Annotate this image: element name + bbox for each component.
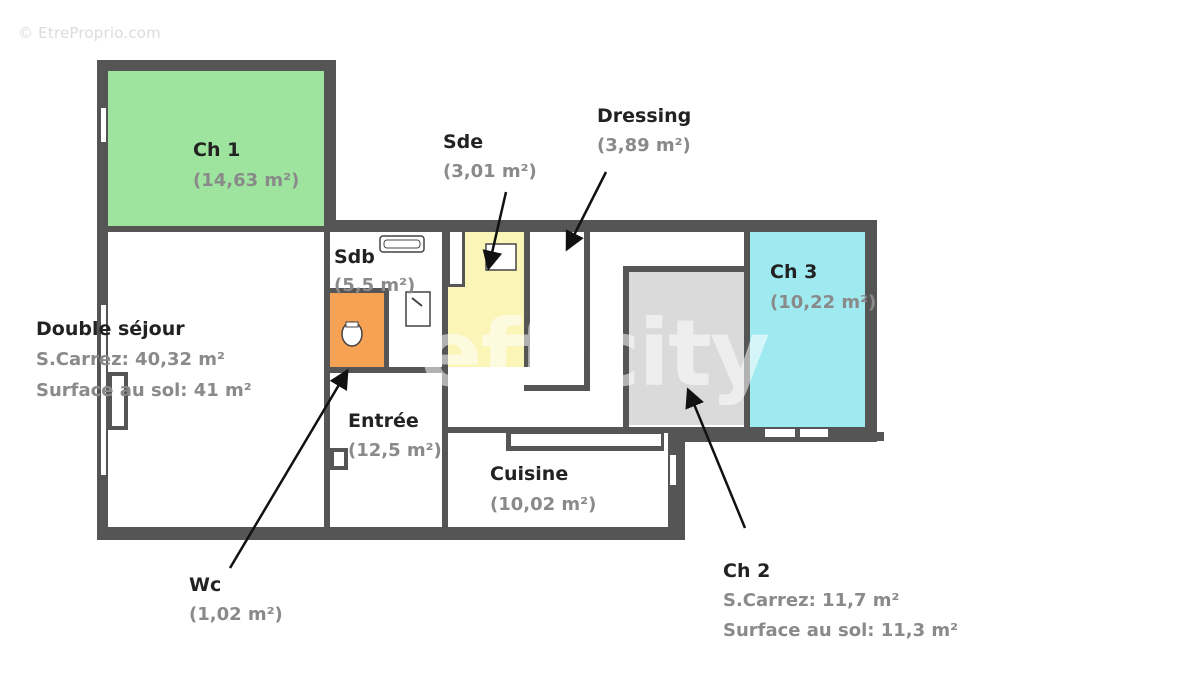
wall-dressing-bottom	[524, 385, 590, 391]
window-ch1	[101, 108, 106, 142]
wall-corridor-cuisine	[446, 427, 678, 433]
dressing-name: Dressing	[597, 105, 692, 127]
arrow-sde	[482, 191, 508, 271]
wall-sdb-corridor	[442, 230, 448, 530]
wall-ch2-top	[623, 266, 750, 272]
sink-icon	[405, 291, 431, 327]
ch3-area: (10,22 m²)	[770, 292, 877, 313]
ch2-sol: Surface au sol: 11,3 m²	[723, 620, 959, 641]
ch3-name: Ch 3	[770, 261, 818, 283]
window-ch3-bottom2	[800, 429, 828, 437]
sdb-area: (5,5 m²)	[334, 275, 416, 296]
arrow-wc	[228, 368, 349, 569]
ch3-room	[750, 232, 865, 427]
wall-sde-left-stub-inner	[450, 232, 462, 284]
wall-notch-side	[676, 440, 685, 540]
wall-sde-right	[524, 230, 530, 367]
dressing-room	[530, 232, 586, 387]
window-ch3-bottom	[765, 429, 795, 437]
sejour-carrez: S.Carrez: 40,32 m²	[36, 349, 225, 370]
ch2-carrez: S.Carrez: 11,7 m²	[723, 590, 900, 611]
dressing-area: (3,89 m²)	[597, 135, 691, 156]
cuisine-name: Cuisine	[490, 463, 569, 485]
entree-name: Entrée	[348, 410, 419, 432]
ch2-name: Ch 2	[723, 560, 771, 582]
sde-name: Sde	[443, 131, 484, 153]
sde-area: (3,01 m²)	[443, 161, 537, 182]
window-cuisine	[670, 455, 676, 485]
wc-name: Wc	[189, 574, 222, 596]
bathtub-icon	[379, 235, 425, 253]
wall-ch2-left	[623, 266, 629, 432]
wc-area: (1,02 m²)	[189, 604, 283, 625]
window-sejour-left	[101, 305, 106, 475]
wall-wc-side	[384, 288, 389, 372]
sejour-name: Double séjour	[36, 318, 185, 340]
entree-area: (12,5 m²)	[348, 440, 442, 461]
sejour-sol: Surface au sol: 41 m²	[36, 380, 252, 401]
wall-dressing-right	[584, 230, 590, 390]
ch1-room	[108, 71, 324, 226]
sejour-bay-inner	[112, 376, 124, 426]
entree-room	[330, 373, 442, 527]
ch1-area: (14,63 m²)	[193, 170, 300, 191]
sdb-name: Sdb	[334, 246, 375, 268]
wall-wc-top	[326, 288, 388, 293]
arrow-dressing	[565, 171, 608, 252]
arrow-ch2	[685, 387, 747, 529]
ch1-name: Ch 1	[193, 139, 241, 161]
site-watermark: © EtreProprio.com	[18, 24, 161, 42]
brand-watermark: efficity	[420, 300, 770, 407]
sejour-room	[108, 232, 324, 527]
wall-ch3-left	[744, 230, 750, 432]
cuisine-area: (10,02 m²)	[490, 494, 597, 515]
entree-closet-inner	[334, 452, 344, 466]
notch-bottom-right	[684, 442, 884, 552]
wall-sejour-sdb	[324, 230, 330, 530]
cuisine-counter-top	[511, 434, 661, 446]
